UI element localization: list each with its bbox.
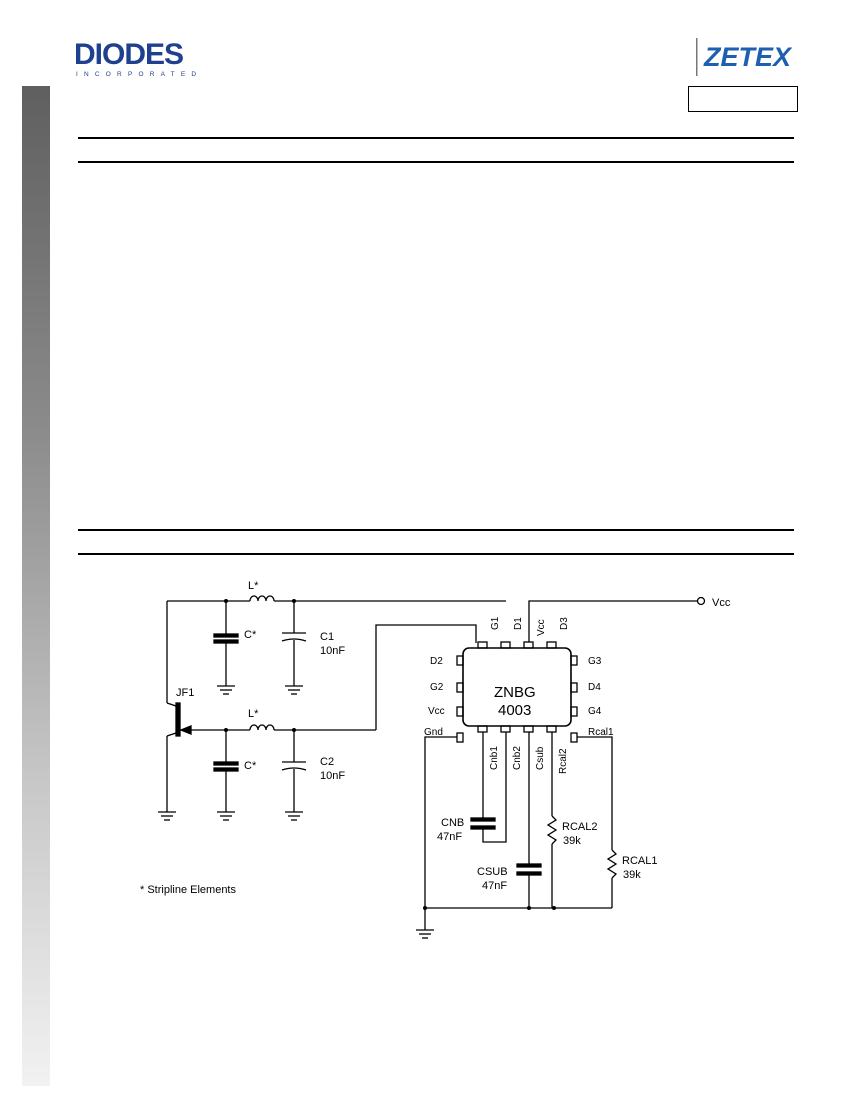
pin-label-cnb1: Cnb1: [489, 746, 500, 770]
ic-znbg4003: [456, 641, 578, 743]
inductor-top: [249, 595, 275, 602]
rcal2-name: RCAL2: [562, 821, 597, 833]
pin-label-g3: G3: [588, 656, 602, 667]
c2-name: C2: [320, 756, 334, 768]
c1-name: C1: [320, 631, 334, 643]
capacitor-csub: [516, 732, 542, 908]
diodes-logo-subtext: INCORPORATED: [76, 71, 202, 78]
pin-label-d3: D3: [559, 617, 570, 630]
pin-label-rcal1: Rcal1: [588, 727, 614, 738]
side-gradient-bar: [22, 86, 50, 1086]
cnb-value: 47nF: [437, 831, 462, 843]
ic-name-line2: 4003: [498, 702, 531, 719]
capacitor-c2: [281, 730, 307, 821]
zetex-logo: ZETEX: [696, 38, 793, 76]
wire-vcc: [528, 596, 706, 642]
capacitor-c-star-top: [213, 601, 239, 695]
pin-label-d1: D1: [513, 617, 524, 630]
zetex-logo-text: ZETEX: [703, 42, 793, 72]
diodes-logo: DIODES INCORPORATED: [74, 38, 202, 78]
c-star-top-label: C*: [244, 629, 257, 641]
pin-label-d4: D4: [588, 682, 601, 693]
resistor-rcal2: [546, 732, 558, 908]
pin-label-cnb2: Cnb2: [512, 746, 523, 770]
diodes-logo-text: DIODES: [74, 38, 183, 71]
capacitor-c1: [281, 601, 307, 695]
resistor-rcal1: [577, 736, 618, 908]
inductor-top-label: L*: [248, 580, 259, 592]
section-rule: [78, 529, 794, 531]
vcc-terminal-label: Vcc: [712, 597, 731, 609]
pin-label-gnd: Gnd: [424, 727, 443, 738]
pin-label-csub: Csub: [535, 746, 546, 770]
c1-value: 10nF: [320, 645, 345, 657]
ic-name-line1: ZNBG: [494, 684, 536, 701]
header-box: [688, 86, 798, 112]
cnb-name: CNB: [441, 817, 464, 829]
c-star-bottom-label: C*: [244, 760, 257, 772]
pin-label-g4: G4: [588, 706, 602, 717]
pin-label-g2: G2: [430, 682, 444, 693]
section-rule: [78, 137, 794, 139]
wire-gnd: [416, 736, 612, 939]
section-rule: [78, 161, 794, 163]
inductor-bottom-label: L*: [248, 708, 259, 720]
transistor-jf1: [158, 702, 250, 821]
pin-label-g1: G1: [490, 616, 501, 630]
capacitor-cnb: [470, 732, 507, 843]
c2-value: 10nF: [320, 770, 345, 782]
section-rule: [78, 553, 794, 555]
pin-label-rcal2: Rcal2: [558, 748, 569, 774]
rcal1-name: RCAL1: [622, 855, 657, 867]
inductor-bottom: [249, 724, 275, 731]
csub-value: 47nF: [482, 880, 507, 892]
jf1-label: JF1: [176, 687, 194, 699]
pin-label-d2: D2: [430, 656, 443, 667]
application-circuit-schematic: L* C* C1 10nF JF1 L*: [140, 580, 731, 939]
stripline-note: * Stripline Elements: [140, 884, 236, 896]
pin-label-vcc-left: Vcc: [428, 706, 445, 717]
rcal1-value: 39k: [623, 869, 641, 881]
rcal2-value: 39k: [563, 835, 581, 847]
capacitor-c-star-bottom: [213, 730, 239, 821]
csub-name: CSUB: [477, 866, 508, 878]
pin-label-vcc-top: Vcc: [536, 619, 547, 636]
wire-top-rail: [166, 600, 506, 703]
